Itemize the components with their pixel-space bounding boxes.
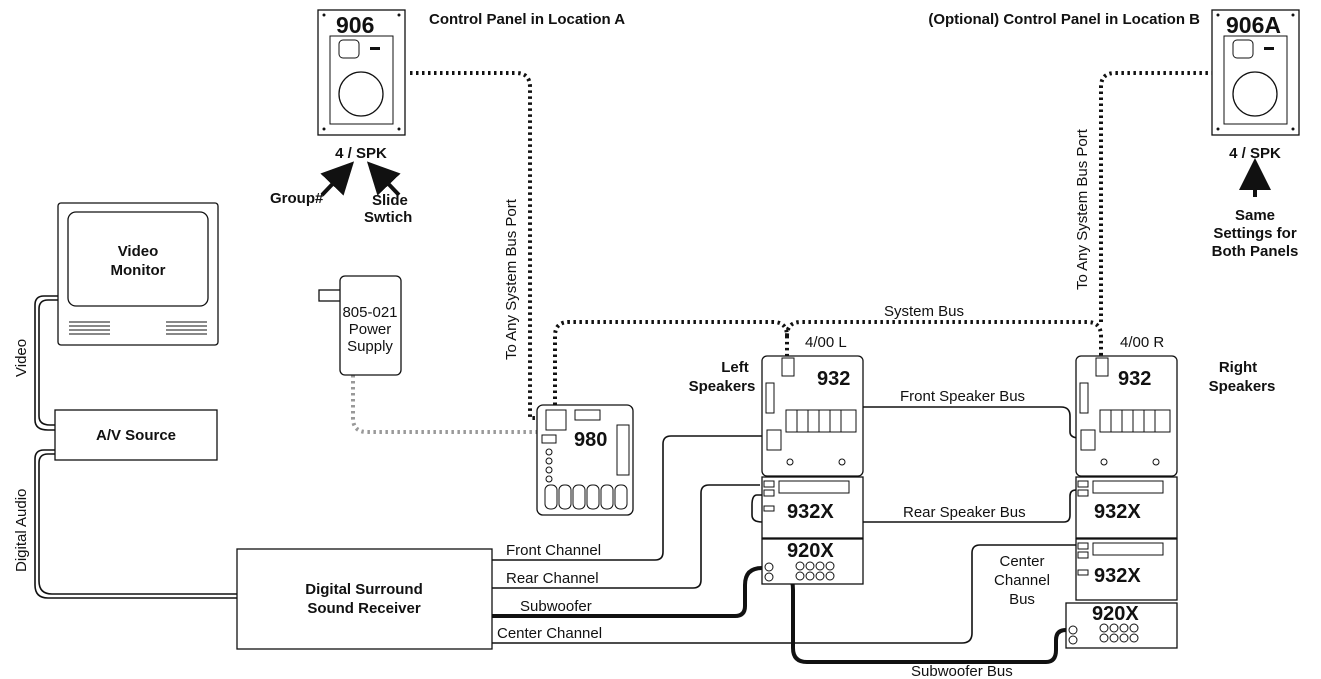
video-label: Video [13,339,30,377]
power-label-line1: 805-021 [342,304,397,321]
subwoofer-label: Subwoofer [520,598,592,615]
panel-b-model: 906A [1226,12,1281,38]
left-sub: 920X [787,540,834,562]
rear-speaker-bus-label: Rear Speaker Bus [903,504,1026,521]
panel-906a-led [1264,47,1274,50]
right-expander-2: 932X [1094,565,1141,587]
panel-b-title: (Optional) Control Panel in Location B [928,11,1200,28]
av-wires [34,295,237,599]
hub-980: 980 [536,404,634,516]
power-label-line3: Supply [347,338,393,355]
receiver-box [236,548,493,650]
left-920x-board [761,538,864,585]
control-panel-906: 906 [317,9,406,136]
video-monitor: Video Monitor [57,202,219,346]
panel-b-setting: 4 / SPK [1229,145,1281,162]
power-supply-box [339,275,402,376]
front-speaker-bus-label: Front Speaker Bus [900,388,1025,405]
panel-a-model: 906 [336,12,374,38]
right-front-port-icon [1080,429,1096,451]
control-panel-906a: 906A [1211,9,1300,136]
hub-bus-port-icon [545,409,567,431]
slide-label-line1: Slide [372,192,408,209]
right-932-board [1075,355,1178,477]
system-bus-wires [351,71,1212,434]
center-bus-label-line1: Center [999,553,1044,570]
group-arrow-icon [320,161,355,197]
left-bus-port-icon [781,357,795,377]
right-module: 932 [1118,368,1151,390]
right-label-line1: Right [1219,359,1257,376]
left-speaker-stack: 932 932X 920X [761,355,864,585]
rear-channel-label: Rear Channel [506,570,599,587]
panel-a-setting: 4 / SPK [335,145,387,162]
front-channel-label: Front Channel [506,542,601,559]
power-supply: 805-021 Power Supply [318,275,402,376]
panel-906a-button [1232,39,1254,59]
slide-arrow-icon [366,161,401,197]
subwoofer-bus-label: Subwoofer Bus [911,663,1013,679]
panel-906-face [329,35,394,125]
right-bus-port-icon [1095,357,1109,377]
right-920x-board [1065,602,1178,649]
center-channel-label: Center Channel [497,625,602,642]
system-bus-label: System Bus [884,303,964,320]
power-label-line2: Power [349,321,392,338]
monitor-label-line2: Monitor [111,262,166,279]
av-source-box [54,409,218,461]
av-source-label: A/V Source [96,427,176,444]
hub-terminal-block-icon [544,484,628,510]
right-expander-1: 932X [1094,501,1141,523]
right-address: 4/00 R [1120,334,1164,351]
left-label-line2: Speakers [689,378,756,395]
hub-label: 980 [574,429,607,451]
slide-label-line2: Swtich [364,209,412,226]
volume-knob-icon [338,71,384,117]
right-terminal-icon [1099,409,1171,433]
panel-b-note-line1: Same [1235,207,1275,224]
left-expander: 932X [787,501,834,523]
right-label-line2: Speakers [1209,378,1276,395]
left-932x-terminal-icon [778,480,850,494]
panel-b-note-line2: Settings for [1213,225,1296,242]
group-label: Group# [270,190,324,207]
receiver-output-wires [492,435,1076,644]
right-speaker-stack: 932 932X 932X 920X [1065,355,1178,649]
panel-a-title: Control Panel in Location A [429,11,625,28]
monitor-label-line1: Video [118,243,159,260]
bus-port-label-a: To Any System Bus Port [503,198,520,360]
speaker-grille-icon [69,321,207,335]
right-sub: 920X [1092,603,1139,625]
panel-906a-face [1223,35,1288,125]
hub-980-board [536,404,634,516]
left-front-port-icon [766,429,782,451]
left-module: 932 [817,368,850,390]
center-bus-label-line2: Channel [994,572,1050,589]
volume-knob-icon [1232,71,1278,117]
panel-b-note-line3: Both Panels [1212,243,1299,260]
power-plug-icon [318,289,342,302]
monitor-screen [67,211,209,307]
center-bus-label-line3: Bus [1009,591,1035,608]
left-terminal-icon [785,409,857,433]
bus-port-label-b: To Any System Bus Port [1074,128,1091,290]
left-label-line1: Left [721,359,749,376]
panel-906-button [338,39,360,59]
panel-906-led [370,47,380,50]
receiver-label-line1: Digital Surround [305,581,423,598]
digital-audio-label: Digital Audio [13,489,30,572]
left-932-board [761,355,864,477]
receiver-label-line2: Sound Receiver [307,600,421,617]
left-address: 4/00 L [805,334,847,351]
